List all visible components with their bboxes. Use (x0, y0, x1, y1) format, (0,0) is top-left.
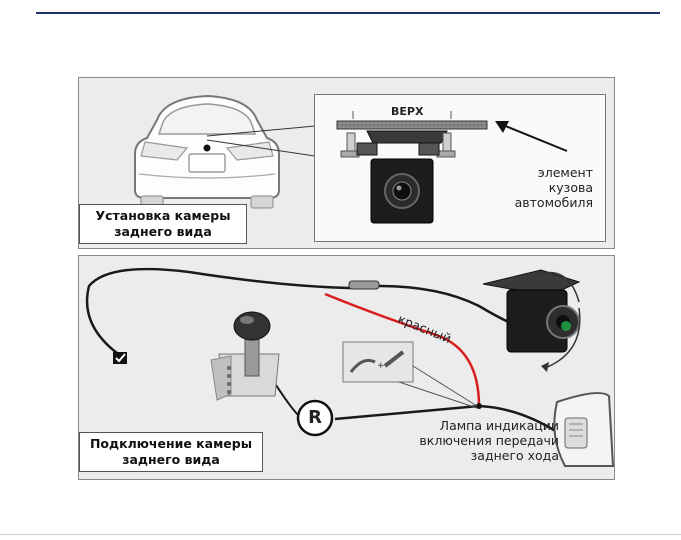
reverse-symbol: R (303, 407, 327, 429)
camera-icon (483, 270, 580, 372)
wire-splice-icon (349, 281, 379, 289)
installation-panel: ВЕРХ элемент кузова автомобиля (78, 77, 615, 249)
gear-shifter-icon (211, 312, 279, 400)
camera-mount-icon (337, 109, 497, 237)
connect-caption: Подключение камеры заднего вида (79, 432, 263, 472)
mount-detail-inset: ВЕРХ элемент кузова автомобиля (314, 94, 606, 242)
svg-text:+: + (377, 361, 385, 371)
pointer-lines (203, 122, 323, 162)
tail-lamp-icon (554, 393, 613, 466)
monitor-icon (113, 352, 127, 364)
lamp-label: Лампа индикации включения передачи задне… (369, 418, 559, 463)
install-caption: Установка камеры заднего вида (79, 204, 247, 244)
pointer-arrow-icon (487, 117, 577, 157)
connection-panel: + красный R Лампа индикации включения (78, 255, 615, 480)
bottom-rule (0, 534, 681, 535)
splice-detail-icon: + (343, 342, 477, 408)
top-rule (36, 12, 660, 14)
body-element-label: элемент кузова автомобиля (493, 165, 593, 210)
